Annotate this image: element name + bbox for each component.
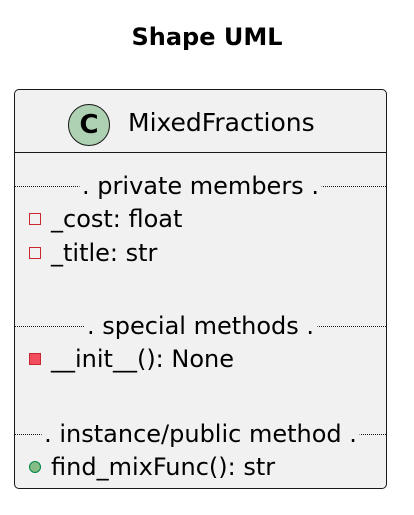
section-separator-instance-public-method: . instance/public method . (15, 422, 386, 446)
class-c-icon: C (68, 104, 110, 146)
member-text: find_mixFunc(): str (51, 453, 276, 481)
member-row: __init__(): None (29, 344, 234, 374)
diagram-title: Shape UML (131, 23, 283, 51)
section-label: . special methods . (83, 314, 318, 338)
private-method-icon (29, 353, 41, 365)
class-name: MixedFractions (128, 108, 315, 137)
section-separator-special-methods: . special methods . (15, 314, 386, 338)
section-label: . instance/public method . (41, 422, 360, 446)
class-icon-letter: C (79, 110, 99, 140)
member-text: __init__(): None (51, 345, 235, 373)
section-separator-private-members: . private members . (15, 174, 386, 198)
member-row: _cost: float (29, 204, 182, 234)
member-text: _title: str (51, 239, 158, 267)
class-box[interactable]: C MixedFractions . private members . _co… (14, 89, 387, 489)
private-field-icon (29, 247, 41, 259)
section-label: . private members . (79, 174, 322, 198)
member-row: find_mixFunc(): str (29, 452, 275, 482)
member-text: _cost: float (51, 205, 183, 233)
class-header: C MixedFractions (15, 90, 386, 153)
private-field-icon (29, 213, 41, 225)
member-row: _title: str (29, 238, 157, 268)
public-method-icon (29, 461, 41, 473)
